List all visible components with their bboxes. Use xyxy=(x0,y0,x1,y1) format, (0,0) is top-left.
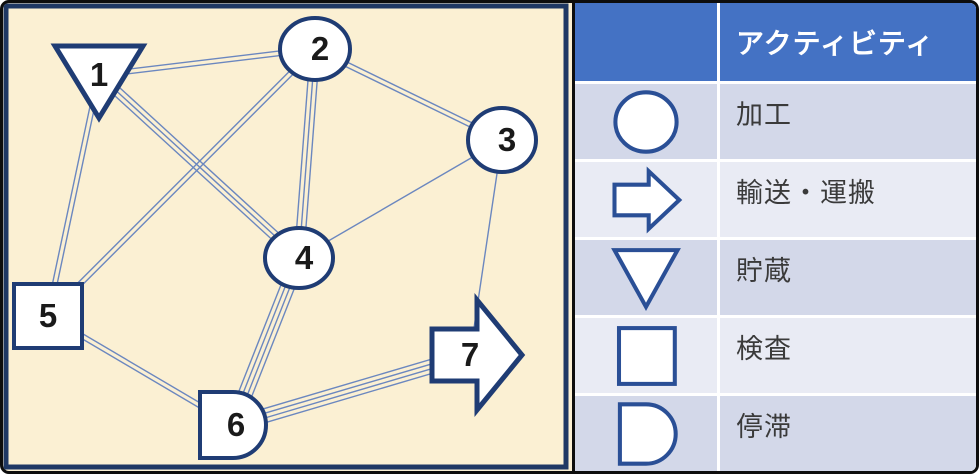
legend-label-processing: 加工 xyxy=(736,100,792,130)
legend-header-title: アクティビティ xyxy=(736,28,935,59)
node-5-square xyxy=(12,282,84,350)
circle-icon xyxy=(613,89,679,154)
edge-3-4 xyxy=(298,139,503,259)
node-1-label: 1 xyxy=(90,56,108,93)
legend-row-inspection: 検査 xyxy=(575,315,976,393)
edge-6-7 xyxy=(230,347,469,420)
legend-label-inspection: 検査 xyxy=(736,334,792,364)
edge-1-4 xyxy=(101,71,303,256)
node-6-label: 6 xyxy=(227,406,245,443)
edge-1-5 xyxy=(45,74,98,316)
node-1-triangle-down xyxy=(50,43,148,123)
node-6-d-shape xyxy=(198,390,268,460)
node-4-label: 4 xyxy=(295,239,314,276)
edge-2-5 xyxy=(45,46,314,315)
edge-1-5 xyxy=(49,75,102,317)
edge-1-4 xyxy=(98,74,300,259)
node-7-arrow-right xyxy=(429,292,526,418)
legend-row-processing: 加工 xyxy=(575,81,976,159)
legend-label-transport: 輸送・運搬 xyxy=(736,178,876,208)
d-shape-icon xyxy=(617,401,678,466)
node-3-circle xyxy=(466,106,538,174)
square-icon xyxy=(616,325,677,386)
edge-2-4 xyxy=(293,48,312,258)
edge-2-5 xyxy=(49,50,318,319)
node-2-label: 2 xyxy=(311,30,329,67)
node-5-label: 5 xyxy=(39,297,57,334)
node-2-circle xyxy=(278,16,352,82)
flow-diagram: 1 2 3 4 5 6 7 xyxy=(3,3,569,470)
node-4-circle xyxy=(263,226,335,290)
flow-diagram-panel: 1 2 3 4 5 6 7 xyxy=(3,3,572,471)
node-3-label: 3 xyxy=(498,121,516,158)
legend-row-storage: 貯蔵 xyxy=(575,237,976,315)
legend-row-transport: 輸送・運搬 xyxy=(575,159,976,237)
legend-table: アクティビティ 加工 輸送・運搬 貯蔵 xyxy=(572,3,976,471)
legend-header-row: アクティビティ xyxy=(575,3,976,81)
node-7-label: 7 xyxy=(461,336,479,373)
legend-header-icon-cell xyxy=(575,3,720,81)
edge-2-4 xyxy=(298,48,316,259)
edge-2-4 xyxy=(302,49,321,259)
edge-1-4 xyxy=(95,77,297,262)
legend-label-storage: 貯蔵 xyxy=(736,256,792,286)
arrow-right-icon xyxy=(612,166,683,233)
legend-label-delay: 停滞 xyxy=(736,412,792,442)
legend-row-delay: 停滞 xyxy=(575,393,976,471)
triangle-down-icon xyxy=(611,247,681,311)
